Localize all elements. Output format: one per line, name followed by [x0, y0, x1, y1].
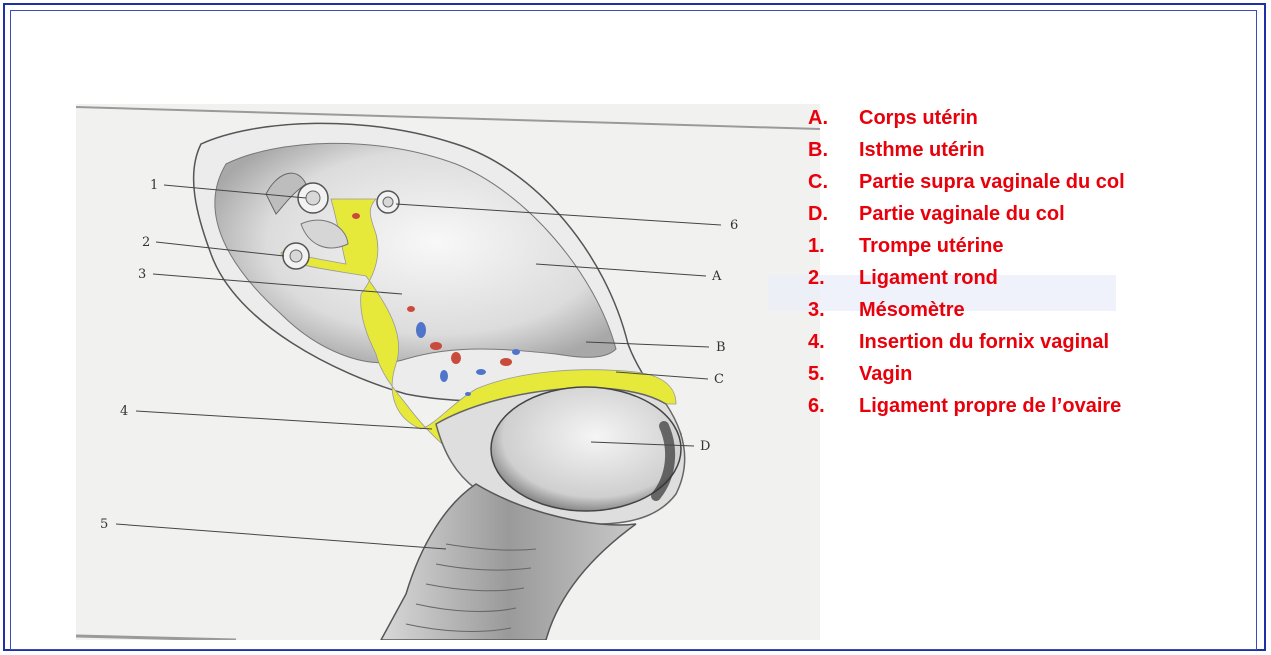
legend-key: 2. — [808, 266, 859, 291]
figure-label-D: D — [700, 439, 710, 454]
legend-text: Ligament propre de l’ovaire — [859, 394, 1268, 419]
legend-text: Corps utérin — [859, 106, 1268, 131]
figure-label-6: 6 — [730, 218, 738, 233]
legend-item: A.Corps utérin — [808, 106, 1268, 131]
legend-key: 3. — [808, 298, 859, 323]
legend-item: 1.Trompe utérine — [808, 234, 1268, 259]
legend-text: Ligament rond — [859, 266, 1268, 291]
legend-key: 1. — [808, 234, 859, 259]
legend-item: 5.Vagin — [808, 362, 1268, 387]
legend-text: Insertion du fornix vaginal — [859, 330, 1268, 355]
legend-key: 4. — [808, 330, 859, 355]
legend-text: Mésomètre — [859, 298, 1268, 323]
figure-label-3: 3 — [138, 267, 146, 282]
legend-text: Partie vaginale du col — [859, 202, 1268, 227]
legend-item: D.Partie vaginale du col — [808, 202, 1268, 227]
figure-label-4: 4 — [120, 404, 128, 419]
legend-item: 3.Mésomètre — [808, 298, 1268, 323]
legend-key: A. — [808, 106, 859, 131]
legend-item: C.Partie supra vaginale du col — [808, 170, 1268, 195]
legend-item: 6.Ligament propre de l’ovaire — [808, 394, 1268, 419]
figure-label-B: B — [716, 340, 726, 355]
figure-label-C: C — [714, 372, 724, 387]
legend-key: D. — [808, 202, 859, 227]
legend: A.Corps utérin B.Isthme utérin C.Partie … — [808, 106, 1268, 426]
figure-label-A: A — [711, 269, 722, 284]
figure-label-5: 5 — [100, 517, 108, 532]
legend-key: B. — [808, 138, 859, 163]
figure-label-1: 1 — [150, 178, 158, 193]
figure-label-2: 2 — [142, 235, 150, 250]
legend-text: Trompe utérine — [859, 234, 1268, 259]
legend-text: Partie supra vaginale du col — [859, 170, 1268, 195]
legend-key: 6. — [808, 394, 859, 419]
legend-key: 5. — [808, 362, 859, 387]
uterus-illustration: 1 2 3 4 5 6 A B C D — [76, 104, 820, 640]
legend-item: 2.Ligament rond — [808, 266, 1268, 291]
legend-item: B.Isthme utérin — [808, 138, 1268, 163]
legend-key: C. — [808, 170, 859, 195]
legend-text: Isthme utérin — [859, 138, 1268, 163]
anatomy-drawing: 1 2 3 4 5 6 A B C D — [76, 104, 820, 640]
legend-text: Vagin — [859, 362, 1268, 387]
legend-item: 4.Insertion du fornix vaginal — [808, 330, 1268, 355]
